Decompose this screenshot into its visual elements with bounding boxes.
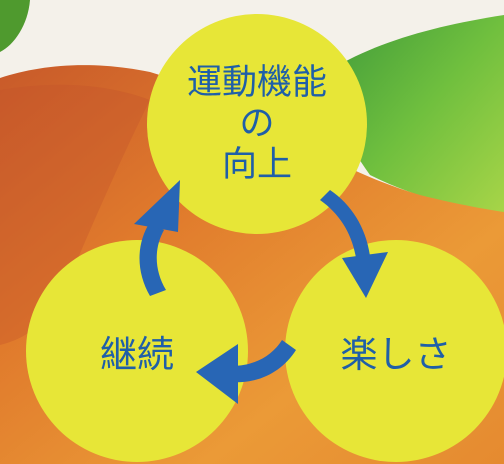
green-leaf-right — [330, 15, 504, 215]
node-motor-function-line1: 運動機能 — [186, 62, 327, 103]
node-continuation-label: 継続 — [100, 333, 174, 376]
node-motor-function: 運動機能 の 向上 — [147, 14, 367, 234]
green-leaf-top-left — [0, 0, 30, 52]
node-motor-function-line2: の — [239, 103, 275, 144]
node-fun-label: 楽しさ — [340, 333, 452, 376]
node-motor-function-line3: 向上 — [221, 144, 292, 185]
orange-shade — [0, 84, 150, 345]
node-continuation: 継続 — [26, 240, 248, 462]
node-fun: 楽しさ — [285, 240, 504, 462]
